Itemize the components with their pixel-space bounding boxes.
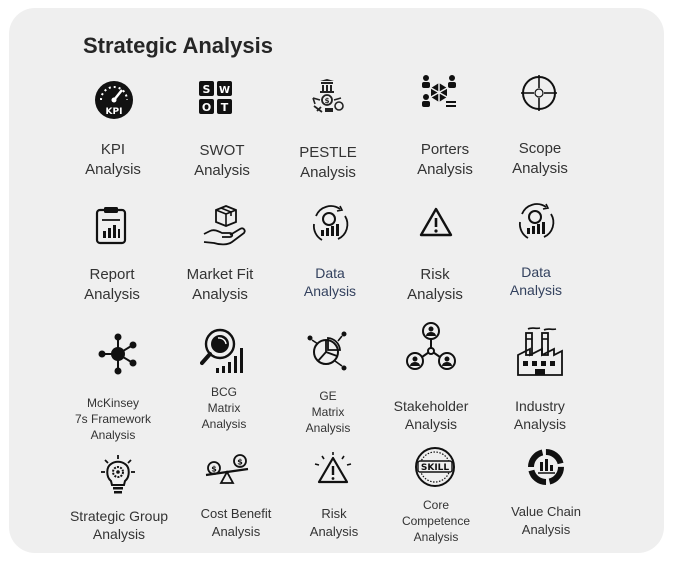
item-label: Market Fit Analysis [186, 266, 254, 303]
magnifier-bars-icon [200, 328, 243, 373]
svg-text:W: W [219, 85, 230, 96]
item-label: BCG Matrix Analysis [201, 385, 247, 431]
pestle-icon: $ [312, 79, 344, 113]
item-label: KPI Analysis [85, 141, 141, 178]
svg-text:SKILL: SKILL [421, 463, 450, 473]
warning-rays-icon [314, 452, 352, 484]
item-label: Porters Analysis [417, 141, 473, 178]
factory-icon [517, 327, 563, 376]
pie-nodes-icon [307, 331, 347, 371]
svg-text:S: S [203, 83, 211, 96]
svg-text:T: T [221, 101, 229, 114]
svg-text:$: $ [211, 465, 217, 474]
item-label: Data Analysis [303, 265, 357, 299]
item-label: Cost Benefit Analysis [200, 506, 272, 539]
swot-grid-icon: S W O T [199, 81, 232, 114]
svg-text:$: $ [237, 458, 243, 467]
hand-box-icon [203, 205, 246, 246]
lightbulb-gear-icon [101, 455, 135, 494]
item-label: Data Analysis [509, 264, 563, 298]
item-label: PESTLE Analysis [299, 144, 357, 181]
item-label: Report Analysis [84, 266, 140, 303]
value-chain-icon [528, 449, 564, 485]
data-analysis-icon [313, 205, 349, 241]
network-nodes-icon [98, 333, 137, 375]
data-analysis-icon [519, 203, 555, 239]
svg-text:$: $ [325, 97, 330, 105]
porters-network-icon [422, 75, 456, 107]
crosshair-icon [521, 75, 557, 111]
warning-triangle-icon [419, 207, 453, 237]
page-title: Strategic Analysis [83, 33, 273, 58]
report-clipboard-icon [95, 207, 127, 245]
item-label: McKinsey 7s Framework Analysis [74, 396, 151, 442]
item-label: Risk Analysis [407, 266, 463, 303]
item-label: SWOT Analysis [194, 142, 250, 179]
item-label: GE Matrix Analysis [305, 389, 351, 435]
svg-text:KPI: KPI [106, 107, 123, 117]
skill-badge-icon: SKILL [415, 447, 455, 487]
item-label: Risk Analysis [309, 506, 359, 539]
seesaw-icon: $ $ [205, 454, 249, 484]
svg-text:O: O [202, 101, 211, 114]
item-label: Scope Analysis [512, 140, 568, 177]
kpi-gauge-icon: KPI [95, 81, 133, 119]
item-label: Value Chain Analysis [511, 504, 581, 537]
item-label: Strategic Group Analysis [69, 508, 169, 542]
item-label: Stakeholder Analysis [393, 398, 469, 432]
item-label: Industry Analysis [513, 398, 567, 432]
item-label: Core Competence Analysis [401, 498, 471, 544]
stakeholder-icon [406, 322, 456, 370]
